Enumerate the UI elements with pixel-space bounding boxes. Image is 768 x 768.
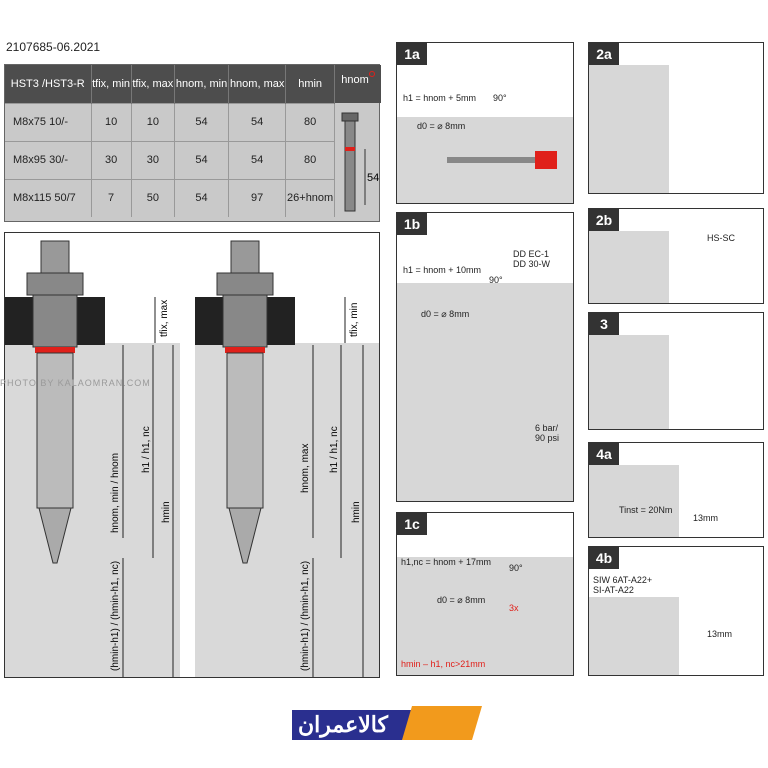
spec-table: HST3 /HST3-R tfix, min tfix, max hnom, m…	[4, 64, 381, 222]
table-row: M8x95 30/- 30 30 54 54 80	[5, 140, 335, 179]
p1c-d0: d0 = ⌀ 8mm	[437, 595, 486, 605]
col-tfix-max: tfix, max	[131, 65, 175, 103]
label-hmin-left: hmin	[161, 501, 172, 523]
hnom-value: 54	[367, 172, 379, 184]
label-hnom-max: hnom, max	[300, 444, 311, 493]
p1a-h1: h1 = hnom + 5mm	[403, 93, 477, 103]
p4a-size: 13mm	[693, 513, 719, 523]
p4b-size: 13mm	[707, 629, 733, 639]
watermark-text: PHOTO BY KALAOMRAN.COM	[0, 378, 151, 388]
p4a-torque: Tinst = 20Nm	[619, 505, 673, 515]
anchor-right	[216, 240, 274, 564]
p1c-min: hmin – h1, nc>21mm	[401, 659, 486, 669]
p4b-tool: SIW 6AT-A22+ SI-AT-A22	[593, 575, 653, 595]
step-4a-panel: 4a Tinst = 20Nm 13mm	[588, 442, 764, 538]
p1c-angle: 90°	[509, 563, 523, 573]
table-row: M8x75 10/- 10 10 54 54 80	[5, 102, 335, 141]
p1b-d0: d0 = ⌀ 8mm	[421, 309, 470, 319]
p1b-pressure: 6 bar/ 90 psi	[535, 423, 560, 443]
col-hmin: hmin	[285, 65, 335, 103]
label-hmin-right: hmin	[351, 501, 362, 523]
col-tfix-min: tfix, min	[91, 65, 132, 103]
step-1a-panel: 1a h1 = hnom + 5mm 90° d0 = ⌀ 8mm	[396, 42, 574, 204]
label-tfix-min: tfix, min	[349, 303, 360, 337]
p1a-angle: 90°	[493, 93, 507, 103]
table-row: M8x115 50/7 7 50 54 97 26+hnom	[5, 178, 335, 217]
step-2a-panel: 2a	[588, 42, 764, 194]
label-hnom-min: hnom, min / hnom	[110, 453, 121, 533]
label-h1-right: h1 / h1, nc	[329, 426, 340, 473]
label-diff-left: (hmin-h1) / (hmin-h1, nc)	[110, 561, 121, 671]
svg-text:کالاعمران: کالاعمران	[298, 712, 389, 738]
step-1c-panel: 1c h1,nc = hnom + 17mm 90° d0 = ⌀ 8mm 3x…	[396, 512, 574, 676]
label-diff-right: (hmin-h1) / (hmin-h1, nc)	[300, 561, 311, 671]
p1b-angle: 90°	[489, 275, 503, 285]
p1a-d0: d0 = ⌀ 8mm	[417, 121, 466, 131]
label-tfix-max: tfix, max	[159, 300, 170, 337]
p1c-repeat: 3x	[509, 603, 519, 613]
step-3-panel: 3	[588, 312, 764, 430]
col-hnom-min: hnom, min	[174, 65, 230, 103]
step-2b-panel: 2b HS-SC	[588, 208, 764, 304]
p2b-tool: HS-SC	[707, 233, 736, 243]
col-hnom: hnom	[335, 65, 381, 103]
step-1b-panel: 1b h1 = hnom + 10mm 90° DD EC-1 DD 30-W …	[396, 212, 574, 502]
hnom-anchor-figure: 54	[335, 65, 381, 221]
anchor-left	[26, 240, 84, 564]
p1c-h1: h1,nc = hnom + 17mm	[401, 557, 492, 567]
p1b-tool: DD EC-1 DD 30-W	[513, 249, 551, 269]
col-hnom-max: hnom, max	[228, 65, 287, 103]
step-4b-panel: 4b SIW 6AT-A22+ SI-AT-A22 13mm	[588, 546, 764, 676]
label-h1-left: h1 / h1, nc	[141, 426, 152, 473]
kalaomran-logo: کالاعمران	[292, 702, 482, 742]
installation-dimensions-diagram: tfix, max hnom, min / hnom h1 / h1, nc h…	[4, 232, 380, 678]
document-id: 2107685-06.2021	[6, 40, 101, 54]
p1b-h1: h1 = hnom + 10mm	[403, 265, 482, 275]
col-type: HST3 /HST3-R	[5, 65, 92, 103]
